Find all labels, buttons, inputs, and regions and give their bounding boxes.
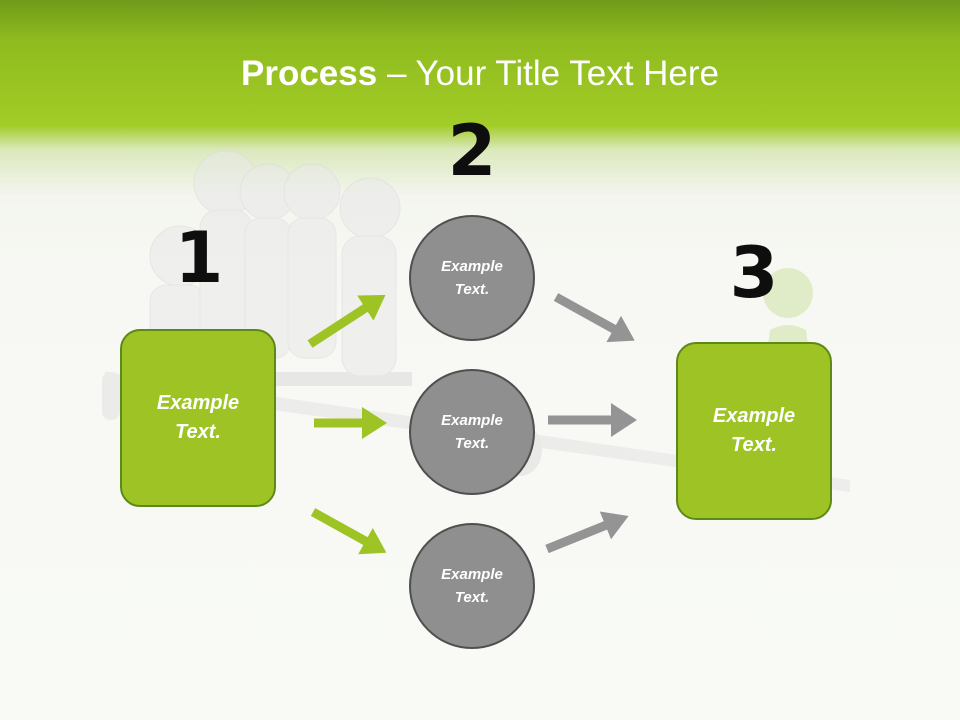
arrow-gray-middle [548, 403, 637, 437]
right-step-text: Example Text. [712, 405, 796, 456]
circle-bottom-text: Example Text. [441, 566, 503, 606]
right-step-box: Example Text. [676, 342, 832, 520]
arrow-gray-down [553, 293, 635, 343]
title-bold: Process [241, 54, 378, 93]
arrow-green-middle [314, 407, 387, 439]
arrow-green-up [307, 294, 386, 348]
circle-top: Example Text. [409, 215, 535, 341]
slide-title: Process – Your Title Text Here [0, 52, 960, 96]
step-number-1: 1 [174, 217, 224, 299]
arrow-green-down [310, 508, 387, 555]
circle-middle: Example Text. [409, 369, 535, 495]
circle-top-text: Example Text. [441, 258, 503, 298]
arrow-gray-up [545, 511, 629, 554]
title-rest: – Your Title Text Here [377, 54, 719, 93]
circle-bottom: Example Text. [409, 523, 535, 649]
step-number-3: 3 [729, 232, 779, 314]
step-number-2: 2 [447, 110, 497, 192]
circle-middle-text: Example Text. [441, 412, 503, 452]
left-step-text: Example Text. [156, 392, 240, 443]
left-step-box: Example Text. [120, 329, 276, 507]
